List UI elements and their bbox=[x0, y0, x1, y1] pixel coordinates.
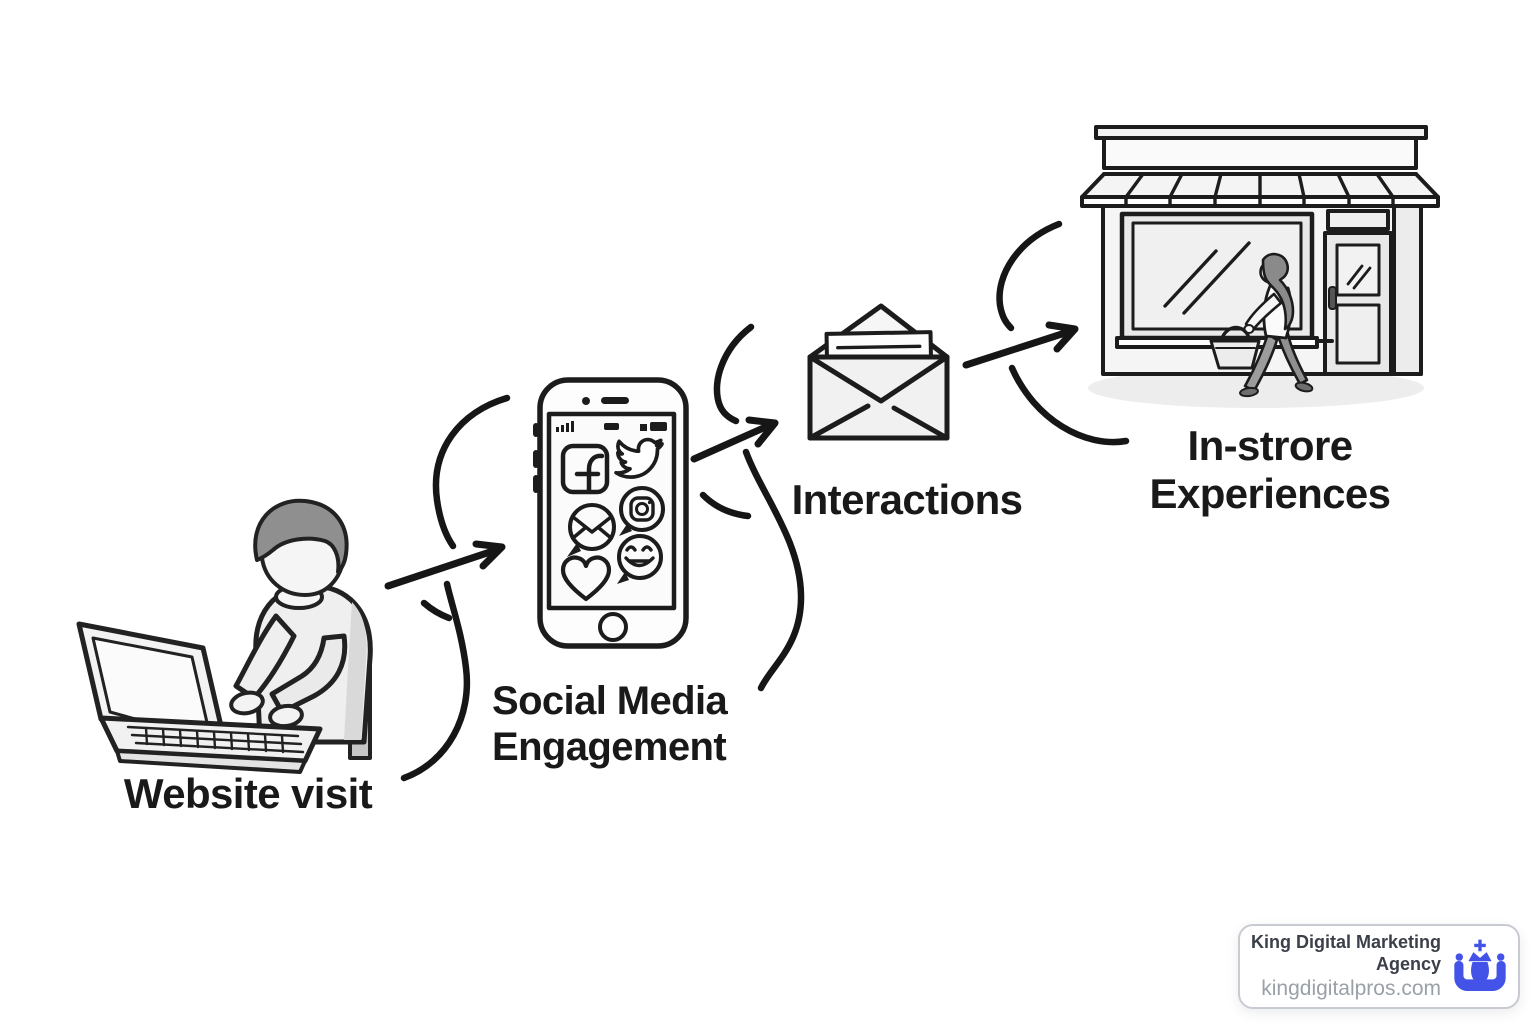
stage-label-website-visit: Website visit bbox=[123, 770, 373, 817]
stage-label-line: Social Media bbox=[492, 679, 728, 723]
stage-label-social-media-engagement: Social Media Engagement bbox=[492, 678, 728, 770]
storefront-with-shopper-icon bbox=[1080, 125, 1440, 408]
king-crown-icon bbox=[1454, 939, 1506, 991]
instagram-bubble-icon bbox=[619, 486, 665, 536]
stage-label-line: Experiences bbox=[1149, 470, 1391, 517]
stage-label-interactions: Interactions bbox=[791, 476, 1023, 523]
phone-home-button bbox=[598, 612, 628, 642]
twitter-icon bbox=[614, 437, 664, 479]
mail-bubble-icon bbox=[567, 503, 616, 557]
phone-camera-dot bbox=[582, 397, 590, 405]
smiley-bubble-icon bbox=[617, 534, 663, 584]
window-reflection-lines bbox=[1163, 241, 1251, 315]
person-typing-on-laptop-icon bbox=[76, 498, 373, 774]
heart-icon bbox=[560, 555, 612, 602]
open-envelope-letter-icon bbox=[807, 303, 950, 441]
woman-shopper bbox=[1209, 252, 1314, 398]
keyboard-keys bbox=[126, 725, 305, 754]
smartphone-social-apps-icon bbox=[533, 377, 689, 649]
stage-label-in-store-experiences: In-strore Experiences bbox=[1133, 422, 1407, 518]
stage-label-line: Engagement bbox=[492, 725, 727, 769]
phone-speaker bbox=[601, 397, 629, 404]
brand-badge: King Digital Marketing Agency kingdigita… bbox=[1238, 924, 1520, 1009]
facebook-icon bbox=[560, 443, 610, 495]
agency-name: King Digital Marketing Agency bbox=[1250, 931, 1441, 975]
arrow-social-to-interactions bbox=[690, 323, 805, 692]
stage-label-line: In-strore bbox=[1187, 422, 1354, 469]
arrow-website-to-social bbox=[384, 394, 511, 782]
arrow-interactions-to-store bbox=[962, 220, 1130, 446]
shopping-basket bbox=[1209, 339, 1261, 370]
awning-seams bbox=[1124, 172, 1395, 208]
agency-website: kingdigitalpros.com bbox=[1261, 976, 1441, 1000]
basket-handle bbox=[1219, 325, 1252, 343]
brand-badge-text: King Digital Marketing Agency kingdigita… bbox=[1240, 931, 1441, 1002]
door-handle bbox=[1328, 286, 1337, 310]
phone-status-bar bbox=[556, 421, 667, 432]
